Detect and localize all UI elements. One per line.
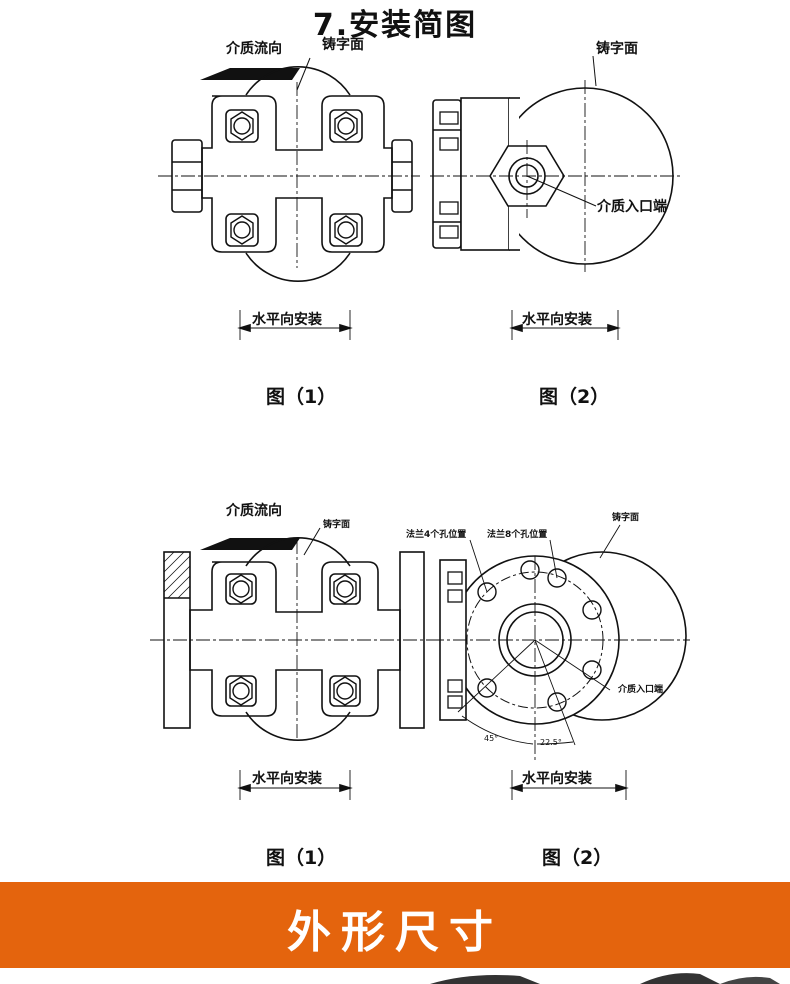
top-fig2-caption: 图（2） [539,386,610,408]
bottom-fig2-angle-45: 45° [484,734,499,743]
top-fig1-cast-face-label: 铸字面 [322,37,364,53]
bottom-fig2-caption: 图（2） [542,847,613,869]
bottom-strip [0,968,790,984]
bottom-fig2-install-label: 水平向安装 [522,771,592,787]
bottom-fig1-drawing [150,527,430,800]
top-fig1-caption: 图（1） [266,386,337,408]
bottom-fig2-angle-22: 22.5° [540,738,562,747]
bottom-fig1-install-label: 水平向安装 [252,771,322,787]
top-fig1-flow-label: 介质流向 [226,41,282,57]
product-photo-edge [430,973,780,984]
page-title: 7.安装简图 [312,8,478,43]
bottom-fig1-cast-face-label: 铸字面 [323,520,351,530]
section-banner: 外形尺寸 [0,882,790,968]
bottom-fig1-caption: 图（1） [266,847,337,869]
top-fig2-drawing [430,55,680,340]
top-fig2-inlet-label: 介质入口端 [597,199,667,215]
bottom-fig2-drawing [430,524,690,800]
banner-title: 外形尺寸 [287,907,503,958]
bottom-fig2-inlet-label: 介质入口端 [618,685,664,695]
top-fig1-install-label: 水平向安装 [252,312,322,328]
bottom-fig1-flow-label: 介质流向 [226,503,282,519]
top-fig1-drawing [158,57,420,340]
bottom-fig2-cast-face-label: 铸字面 [612,513,640,523]
top-fig2-cast-face-label: 铸字面 [596,41,638,57]
bottom-fig2-flange4-label: 法兰4个孔位置 [406,530,467,540]
top-fig2-install-label: 水平向安装 [522,312,592,328]
bottom-fig2-flange8-label: 法兰8个孔位置 [487,530,548,540]
